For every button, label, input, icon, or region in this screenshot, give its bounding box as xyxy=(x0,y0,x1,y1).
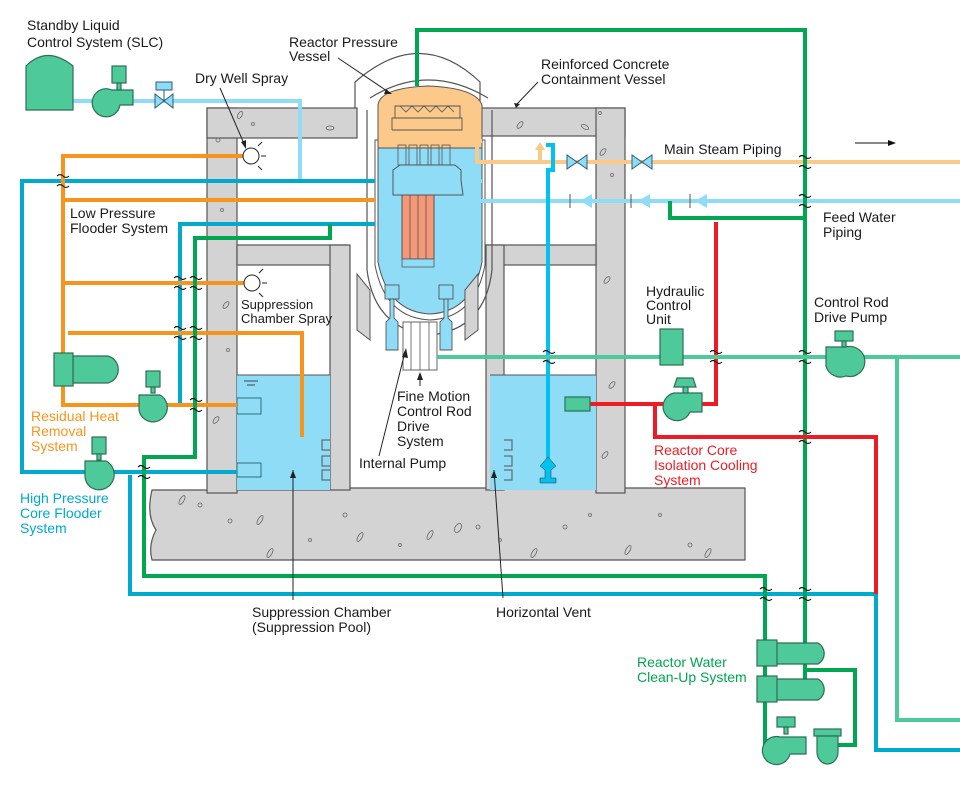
suppression-pool-left xyxy=(236,374,330,490)
suppression-chamber-label-line2: (Suppression Pool) xyxy=(252,619,371,635)
msiv-valves[interactable] xyxy=(566,154,653,170)
suppression-chamber-spray-nozzle xyxy=(243,268,267,298)
cuw-heat-exchanger-1 xyxy=(756,639,825,667)
cuw-label-line1: Reactor Water xyxy=(637,654,727,670)
rhr-label-line2: Removal xyxy=(31,423,86,439)
hpcf-pump xyxy=(84,436,115,491)
rcic-pump xyxy=(662,377,703,422)
hcu-label-line2: Control xyxy=(646,297,691,313)
rhr-pump xyxy=(138,370,168,423)
slc-pump xyxy=(91,65,134,118)
fmcrd-label-line2: Control Rod xyxy=(397,403,472,419)
feedwater-piping xyxy=(475,179,960,208)
suppression-spray-label-line1: Suppression xyxy=(241,297,313,312)
crd-pump-label-line1: Control Rod xyxy=(814,294,889,310)
hpcf-label-line1: High Pressure xyxy=(20,490,109,506)
suppression-pool-right xyxy=(490,374,596,490)
internal-pumps xyxy=(384,284,454,351)
control-rod-drive-pump xyxy=(825,330,866,378)
internal-pump-label: Internal Pump xyxy=(359,455,446,471)
containment-label-line1: Reinforced Concrete xyxy=(541,56,670,72)
horizontal-vent-label: Horizontal Vent xyxy=(496,604,591,620)
hpcf-label-line2: Core Flooder xyxy=(20,505,102,521)
cuw-label-line2: Clean-Up System xyxy=(637,669,747,685)
dry-well-spray-nozzle xyxy=(242,141,266,171)
fmcrd-label-line3: Drive xyxy=(397,418,430,434)
hcu-label-line3: Unit xyxy=(646,311,671,327)
rhr-label-line3: System xyxy=(31,438,78,454)
pipe-break-markers xyxy=(56,154,812,602)
containment-label-line2: Containment Vessel xyxy=(541,71,666,87)
feed-water-label-line1: Feed Water xyxy=(823,209,896,225)
dry-well-spray-label: Dry Well Spray xyxy=(195,70,288,86)
rcic-turbine-exhaust xyxy=(539,143,557,484)
rcic-label-line1: Reactor Core xyxy=(654,442,737,458)
cuw-filter-demineralizer xyxy=(813,728,842,765)
main-steam-label: Main Steam Piping xyxy=(664,141,782,157)
rhr-label-line1: Residual Heat xyxy=(31,408,119,424)
hpcf-label-line3: System xyxy=(20,520,67,536)
rcic-label-line2: Isolation Cooling xyxy=(654,457,758,473)
rhr-heat-exchanger xyxy=(53,352,119,387)
slc-valve[interactable] xyxy=(154,81,174,110)
steam-flow-arrow xyxy=(855,140,896,146)
slc-label-line2: Control System (SLC) xyxy=(27,34,163,50)
rpv-support-left xyxy=(356,272,371,342)
crd-pump-label-line2: Drive Pump xyxy=(814,309,887,325)
hydraulic-control-unit xyxy=(659,328,684,366)
suppression-spray-label-line2: Chamber Spray xyxy=(241,311,333,326)
slc-piping xyxy=(72,99,302,180)
cuw-heat-exchanger-2 xyxy=(756,675,825,703)
labels: Standby Liquid Control System (SLC) Reac… xyxy=(20,17,896,685)
cuw-pump xyxy=(761,716,807,766)
rhr-piping xyxy=(61,154,375,437)
rpv-label-line1: Reactor Pressure xyxy=(289,34,398,50)
rpv-label-line2: Vessel xyxy=(289,48,330,64)
slc-tank xyxy=(25,54,74,111)
fmcrd-label-line4: System xyxy=(397,433,444,449)
lpfl-label-line2: Flooder System xyxy=(70,220,168,236)
hcu-label-line1: Hydraulic xyxy=(646,283,704,299)
suppression-chamber-label-line1: Suppression Chamber xyxy=(252,604,392,620)
slc-label-line1: Standby Liquid xyxy=(27,17,120,33)
rpv-support-right xyxy=(464,272,479,342)
main-steam-piping xyxy=(475,139,960,164)
leader-lines xyxy=(219,57,539,600)
reactor-pressure-vessel xyxy=(354,53,493,336)
rcic-suction-box xyxy=(564,396,591,412)
feed-water-label-line2: Piping xyxy=(823,224,862,240)
concrete-texture xyxy=(178,110,712,558)
fmcrd-label-line1: Fine Motion xyxy=(397,388,470,404)
crd-piping xyxy=(437,355,960,722)
rcic-label-line3: System xyxy=(654,472,701,488)
fmcrd-housings xyxy=(402,321,438,371)
lpfl-label-line1: Low Pressure xyxy=(70,205,156,221)
